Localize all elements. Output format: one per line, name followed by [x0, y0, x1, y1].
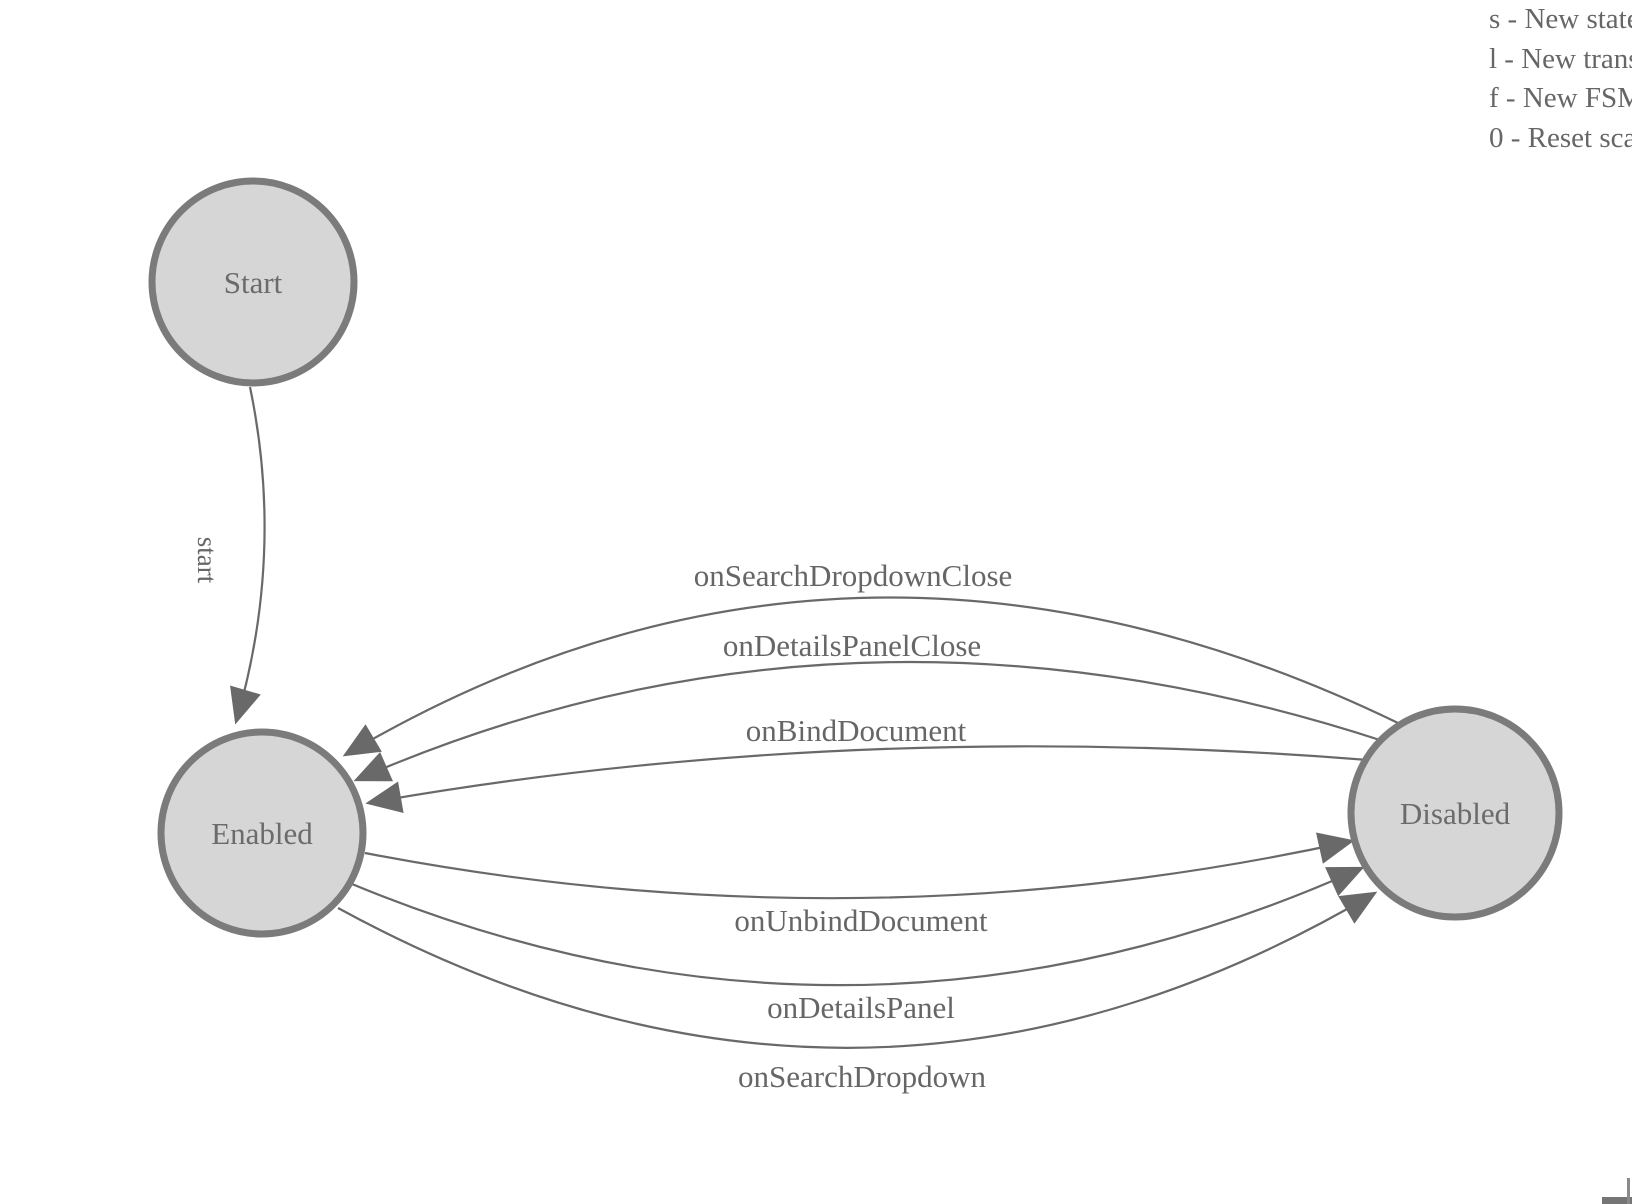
canvas-corner-mark-vertical	[1627, 1178, 1630, 1204]
edge-onSearchDropdown[interactable]	[337, 891, 1378, 1049]
edge-label-onBindDocument: onBindDocument	[746, 713, 967, 748]
edge-label-onSearchDropdownClose: onSearchDropdownClose	[694, 558, 1013, 593]
edge-onDetailsPanel[interactable]	[351, 866, 1365, 987]
state-label-start: Start	[224, 265, 283, 300]
state-label-disabled: Disabled	[1400, 796, 1511, 831]
edge-label-onDetailsPanelClose: onDetailsPanelClose	[723, 628, 981, 663]
state-node-disabled[interactable]	[1347, 705, 1563, 921]
edge-label-onSearchDropdown: onSearchDropdown	[738, 1059, 986, 1094]
shortcut-legend: s - New state l - New transition f - New…	[1489, 0, 1632, 158]
state-label-enabled: Enabled	[211, 816, 313, 851]
edge-onUnbindDocument[interactable]	[364, 832, 1355, 900]
canvas-corner-mark-horizontal	[1602, 1197, 1632, 1204]
shortcut-reset-scale: 0 - Reset scale	[1489, 121, 1632, 154]
edge-label-onDetailsPanel: onDetailsPanel	[767, 990, 955, 1025]
edge-label-start: start	[192, 537, 222, 584]
shortcut-new-state: s - New state	[1489, 3, 1632, 35]
state-node-start[interactable]	[148, 177, 358, 387]
shortcut-new-fsm: f - New FSM	[1489, 82, 1632, 114]
edge-onSearchDropdownClose[interactable]	[342, 596, 1399, 757]
state-node-enabled[interactable]	[157, 728, 367, 938]
edge-onBindDocument[interactable]	[365, 745, 1369, 813]
edge-label-onUnbindDocument: onUnbindDocument	[734, 903, 988, 938]
edge-start-to-enabled[interactable]	[230, 386, 266, 725]
shortcut-new-transition: l - New transition	[1489, 42, 1632, 75]
edge-onDetailsPanelClose[interactable]	[353, 660, 1384, 782]
